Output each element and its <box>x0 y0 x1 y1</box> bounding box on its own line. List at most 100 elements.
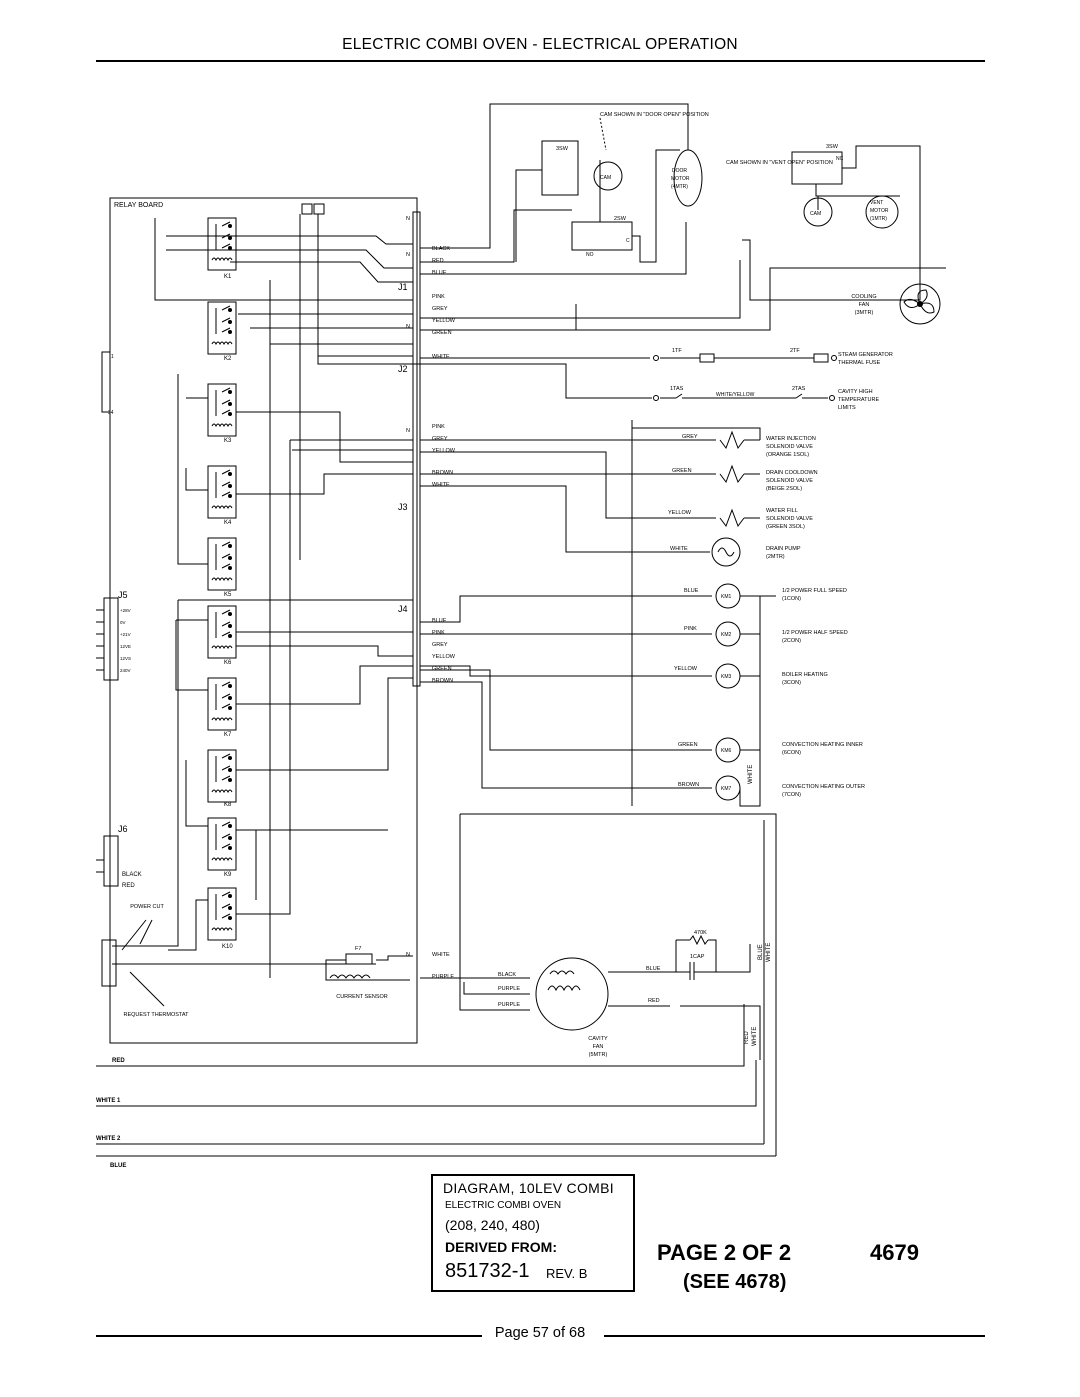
svg-text:WHITE: WHITE <box>432 952 450 958</box>
svg-text:N: N <box>406 252 410 258</box>
j1-label: J1 <box>398 282 408 292</box>
footer-rule-left <box>96 1335 482 1337</box>
svg-text:RED: RED <box>432 258 444 264</box>
svg-text:BROWN: BROWN <box>432 678 453 684</box>
svg-text:12VS: 12VS <box>120 656 131 661</box>
svg-text:(2MTR): (2MTR) <box>766 554 785 560</box>
svg-text:BLUE: BLUE <box>110 1163 126 1169</box>
cooling-fan <box>899 283 941 325</box>
sw3-vent-label: 3SW <box>826 144 839 150</box>
svg-text:PURPLE: PURPLE <box>498 1002 520 1008</box>
relay-k2: K2 <box>207 301 237 362</box>
svg-text:BOILER HEATING: BOILER HEATING <box>782 672 828 678</box>
relay-k4: K4 <box>207 465 237 526</box>
svg-text:K2: K2 <box>224 356 232 362</box>
sw3-vent-nc: NC <box>836 156 844 162</box>
terminal-strip <box>412 211 421 687</box>
svg-text:(4MTR): (4MTR) <box>671 184 688 190</box>
svg-text:GREY: GREY <box>432 642 448 648</box>
title-block: DIAGRAM, 10LEV COMBI ELECTRIC COMBI OVEN… <box>431 1174 635 1292</box>
relay-k6: K6 <box>207 605 237 666</box>
cavity-fan-wiring <box>420 813 777 1156</box>
board-jumper-2 <box>313 203 325 215</box>
svg-text:LIMITS: LIMITS <box>838 405 856 411</box>
svg-text:GREEN: GREEN <box>432 666 452 672</box>
j6-label: J6 <box>118 824 128 834</box>
j6-pin-red: RED <box>122 883 135 889</box>
svg-text:POWER CUT: POWER CUT <box>130 904 164 910</box>
header-rule <box>96 60 985 62</box>
svg-text:WHITE 1: WHITE 1 <box>96 1098 121 1104</box>
door-motor: DOOR MOTOR (4MTR) <box>671 149 703 207</box>
svg-text:YELLOW: YELLOW <box>674 666 698 672</box>
svg-text:K1: K1 <box>224 274 232 280</box>
limit-2tas: 2TAS <box>792 386 806 392</box>
cooling-fan-label: COOLING FAN (3MTR) <box>851 294 876 316</box>
svg-text:K9: K9 <box>224 872 232 878</box>
svg-text:PURPLE: PURPLE <box>432 974 454 980</box>
svg-text:K10: K10 <box>222 944 233 950</box>
title-block-subtitle: ELECTRIC COMBI OVEN <box>445 1200 562 1211</box>
svg-text:MOTOR: MOTOR <box>870 208 889 214</box>
limit-wire: WHITE/YELLOW <box>716 392 755 398</box>
relay-k10: K10 <box>207 887 237 950</box>
j5-pin-labels: +28V 0V +21V 12VE 12VS 240V <box>120 608 131 673</box>
svg-text:WATER FILL: WATER FILL <box>766 508 798 514</box>
contactor-wires: BLUE PINK YELLOW GREEN BROWN <box>674 588 699 788</box>
page-header-title: ELECTRIC COMBI OVEN - ELECTRICAL OPERATI… <box>342 36 738 53</box>
drawing-number: 4679 <box>870 1240 919 1265</box>
svg-text:PURPLE: PURPLE <box>498 986 520 992</box>
svg-text:BLUE: BLUE <box>432 270 447 276</box>
svg-text:PINK: PINK <box>432 294 445 300</box>
fuse-2tf: 2TF <box>790 348 800 354</box>
svg-text:SOLENOID VALVE: SOLENOID VALVE <box>766 478 813 484</box>
strip-n-marks: N N N N N <box>406 216 410 958</box>
fuse-label: STEAM GENERATOR THERMAL FUSE <box>838 352 893 366</box>
svg-text:(1CON): (1CON) <box>782 596 801 602</box>
page-footer: Page 57 of 68 <box>0 1325 1080 1345</box>
svg-text:THERMAL FUSE: THERMAL FUSE <box>838 360 881 366</box>
svg-text:(GREEN 3SOL): (GREEN 3SOL) <box>766 524 805 530</box>
svg-text:K3: K3 <box>224 438 232 444</box>
svg-text:K4: K4 <box>224 520 232 526</box>
svg-text:BROWN: BROWN <box>432 470 453 476</box>
solenoid-2-wire: GREEN <box>672 468 692 474</box>
svg-text:(3MTR): (3MTR) <box>855 310 874 316</box>
svg-text:CAVITY: CAVITY <box>588 1036 608 1042</box>
sw2-label: 2SW <box>614 216 627 222</box>
svg-text:(1MTR): (1MTR) <box>870 216 887 222</box>
contactor-coils: KM1 KM2 KM3 KM6 KM7 <box>721 594 732 792</box>
svg-text:DOOR: DOOR <box>672 168 687 174</box>
svg-text:BLUE: BLUE <box>646 966 661 972</box>
contactor-labels: 1/2 POWER FULL SPEED (1CON) 1/2 POWER HA… <box>782 588 865 798</box>
svg-text:STEAM GENERATOR: STEAM GENERATOR <box>838 352 893 358</box>
svg-text:TEMPERATURE: TEMPERATURE <box>838 397 879 403</box>
title-block-revision: REV. B <box>546 1266 588 1281</box>
svg-text:1/2 POWER FULL SPEED: 1/2 POWER FULL SPEED <box>782 588 847 594</box>
power-cut-label: POWER CUT <box>130 904 164 910</box>
svg-text:N: N <box>406 216 410 222</box>
svg-text:DRAIN PUMP: DRAIN PUMP <box>766 546 801 552</box>
svg-text:WHITE: WHITE <box>432 354 450 360</box>
j6-block <box>96 835 119 887</box>
limit-label: CAVITY HIGH TEMPERATURE LIMITS <box>838 389 879 411</box>
svg-text:(3CON): (3CON) <box>782 680 801 686</box>
relay-k8: K8 <box>207 749 237 808</box>
current-sensor-loop <box>325 953 413 981</box>
svg-text:240V: 240V <box>120 668 131 673</box>
relay-board-outline <box>109 197 418 1044</box>
j5-label: J5 <box>118 590 128 600</box>
door-cam-note: CAM SHOWN IN "DOOR OPEN" POSITION <box>600 112 709 118</box>
svg-text:DRAIN COOLDOWN: DRAIN COOLDOWN <box>766 470 818 476</box>
side-connector <box>101 351 111 413</box>
cavity-fan-wire-labels: BLACK PURPLE PURPLE 470K 1CAP BLUE RED <box>498 930 707 1008</box>
vent-cam: CAM <box>803 197 833 227</box>
board-jumper-1 <box>301 203 313 215</box>
svg-text:KM3: KM3 <box>721 674 732 680</box>
request-thermostat-label: REQUEST THERMOSTAT <box>124 1012 190 1018</box>
bus-labels: RED WHITE 1 WHITE 2 BLUE <box>96 1058 126 1169</box>
svg-text:CONVECTION HEATING OUTER: CONVECTION HEATING OUTER <box>782 784 865 790</box>
side-pin-1: 1 <box>111 354 114 360</box>
svg-text:YELLOW: YELLOW <box>432 318 456 324</box>
